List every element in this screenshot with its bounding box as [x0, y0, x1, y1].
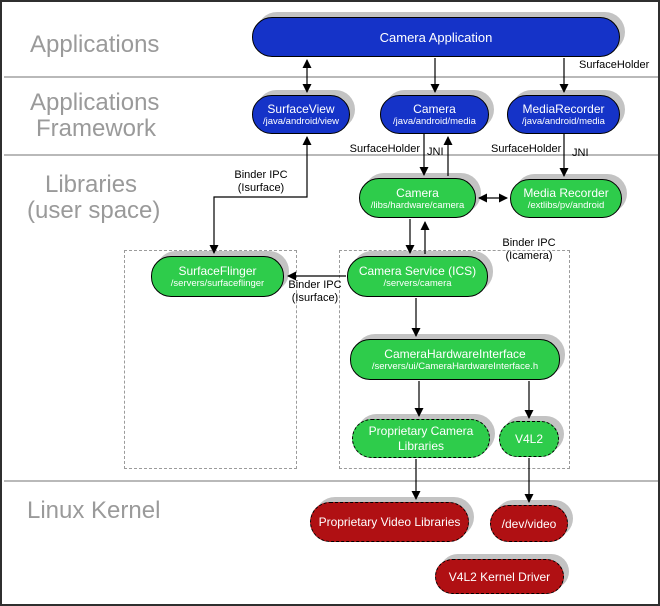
layer-label-kernel: Linux Kernel: [27, 497, 161, 524]
node-title: Proprietary Video Libraries: [318, 514, 461, 529]
node-path: /java/android/media: [393, 116, 476, 127]
label-surfaceholder-media: SurfaceHolder: [491, 143, 562, 155]
node-title: /dev/video: [501, 516, 557, 531]
node-title: MediaRecorder: [522, 102, 605, 116]
node-title: Proprietary Camera Libraries: [368, 423, 474, 453]
node-surface-flinger: SurfaceFlinger /servers/surfaceflinger: [151, 256, 284, 297]
label-line: (Isurface): [291, 291, 339, 304]
node-title: V4L2: [514, 432, 544, 446]
node-path: /servers/ui/CameraHardwareInterface.h: [371, 361, 539, 372]
node-title: CameraHardwareInterface: [384, 347, 526, 361]
layer-label-applications: Applications: [30, 31, 160, 58]
group-cameraservice-process: [339, 250, 570, 469]
label-binder-ipc-isurface-upper: Binder IPC (Isurface): [228, 169, 294, 194]
layer-label-libraries-line1: Libraries: [45, 171, 138, 198]
node-surface-view: SurfaceView /java/android/view: [252, 95, 350, 134]
node-camera-library: Camera /libs/hardware/camera: [359, 178, 476, 218]
node-camera-framework: Camera /java/android/media: [380, 95, 489, 134]
node-path: /extlibs/pv/android: [527, 200, 605, 211]
node-path: /servers/camera: [383, 278, 452, 289]
node-title: SurfaceFlinger: [178, 264, 257, 278]
label-surfaceholder-camera: SurfaceHolder: [349, 143, 420, 155]
node-title: Camera Service (ICS): [358, 264, 477, 278]
layer-label-framework-line1: Applications: [30, 89, 160, 116]
label-line: (Icamera): [505, 249, 553, 262]
separator-libraries-kernel: [4, 480, 658, 482]
layer-label-libraries-line2: (user space): [27, 197, 161, 224]
node-v4l2-kernel-driver: V4L2 Kernel Driver: [435, 559, 564, 594]
node-title: Camera Application: [379, 29, 493, 45]
node-title: Camera: [413, 102, 456, 116]
separator-applications-framework: [4, 76, 658, 78]
node-title: V4L2 Kernel Driver: [448, 569, 551, 584]
node-camera-service: Camera Service (ICS) /servers/camera: [347, 256, 488, 297]
label-binder-ipc-isurface-lower: Binder IPC (Isurface): [286, 279, 344, 304]
label-binder-ipc-icamera: Binder IPC (Icamera): [498, 237, 560, 262]
node-camera-application: Camera Application: [252, 17, 620, 57]
node-path: /libs/hardware/camera: [370, 199, 465, 211]
label-jni-media: JNI: [572, 147, 589, 159]
node-media-recorder-library: Media Recorder /extlibs/pv/android: [510, 179, 622, 218]
label-line: Binder IPC: [502, 237, 556, 249]
separator-framework-libraries: [4, 154, 658, 156]
label-line: Binder IPC: [288, 279, 342, 291]
node-dev-video: /dev/video: [490, 505, 568, 542]
node-path: /java/android/view: [262, 116, 340, 127]
node-title: Media Recorder: [523, 186, 609, 200]
node-path: /java/android/media: [522, 116, 605, 127]
node-v4l2: V4L2: [499, 421, 559, 457]
label-jni-camera: JNI: [427, 146, 444, 158]
label-line: (Isurface): [237, 181, 285, 194]
label-surfaceholder-app: SurfaceHolder: [579, 59, 650, 71]
label-line: Binder IPC: [234, 169, 288, 181]
node-title: SurfaceView: [267, 102, 335, 116]
layer-label-framework-line2: Framework: [36, 115, 157, 142]
node-proprietary-video-libraries: Proprietary Video Libraries: [310, 502, 469, 542]
node-path: /servers/surfaceflinger: [170, 278, 265, 289]
node-media-recorder-framework: MediaRecorder /java/android/media: [507, 95, 620, 134]
node-title: Camera: [396, 185, 439, 200]
node-proprietary-camera-libraries: Proprietary Camera Libraries: [352, 419, 490, 458]
node-camera-hardware-interface: CameraHardwareInterface /servers/ui/Came…: [350, 339, 560, 380]
